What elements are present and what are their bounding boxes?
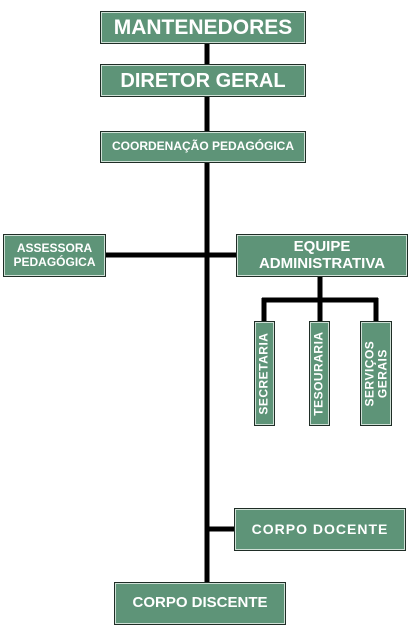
node-coordenacao-pedagogica: COORDENAÇÃO PEDAGÓGICA xyxy=(100,131,306,163)
node-corpo-discente-label: CORPO DISCENTE xyxy=(132,594,268,612)
node-equipe-line-2: ADMINISTRATIVA xyxy=(258,254,386,272)
node-servicos-gerais: SERVIÇOS GERAIS xyxy=(360,321,392,426)
node-equipe-administrativa: EQUIPE ADMINISTRATIVA xyxy=(236,234,408,277)
node-tesouraria-label: TESOURARIA xyxy=(311,331,326,416)
node-assessora-pedagogica: ASSESSORA PEDAGÓGICA xyxy=(3,234,106,277)
node-diretor-geral: DIRETOR GERAL xyxy=(100,64,306,97)
node-corpo-docente: CORPO DOCENTE xyxy=(234,508,406,551)
node-assessora-line-2: PEDAGÓGICA xyxy=(13,254,96,269)
node-secretaria: SECRETARIA xyxy=(254,321,275,426)
node-assessora-line-1: ASSESSORA xyxy=(16,241,93,256)
node-mantenedores-label: MANTENEDORES xyxy=(113,15,293,39)
node-secretaria-label: SECRETARIA xyxy=(256,332,271,415)
node-tesouraria: TESOURARIA xyxy=(309,321,330,426)
node-coordenacao-label: COORDENAÇÃO PEDAGÓGICA xyxy=(111,139,294,154)
node-servicos-line-1: SERVIÇOS xyxy=(362,340,377,407)
node-equipe-line-1: EQUIPE xyxy=(293,238,351,255)
node-corpo-discente: CORPO DISCENTE xyxy=(114,582,286,625)
node-corpo-docente-label: CORPO DOCENTE xyxy=(251,520,389,537)
node-diretor-geral-label: DIRETOR GERAL xyxy=(120,69,286,92)
node-servicos-label: SERVIÇOS GERAIS xyxy=(362,340,389,407)
node-servicos-line-2: GERAIS xyxy=(375,349,389,399)
node-mantenedores: MANTENEDORES xyxy=(100,11,306,44)
